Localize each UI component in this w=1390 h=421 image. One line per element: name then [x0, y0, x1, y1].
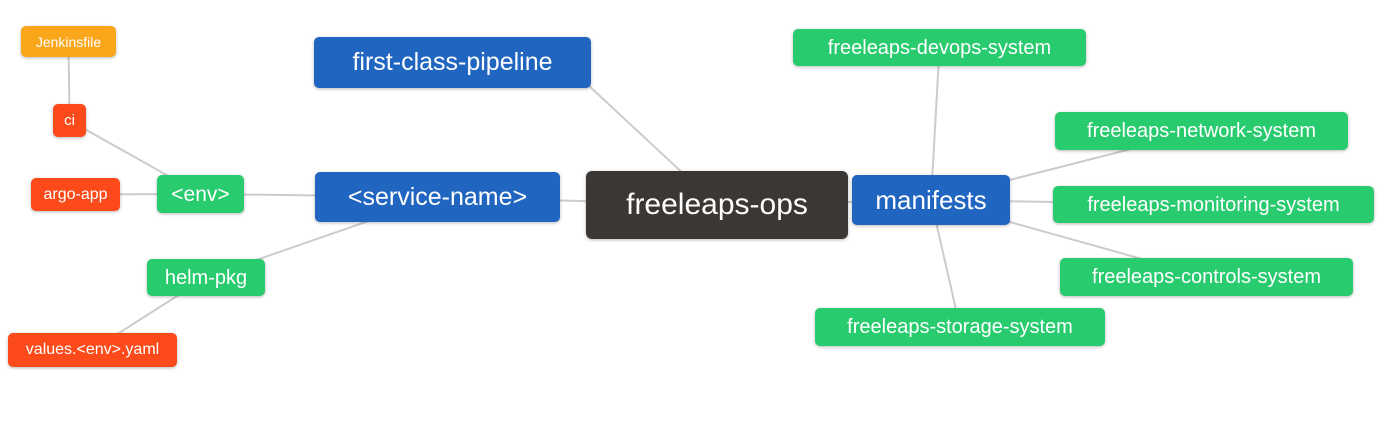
node-values-env-yaml[interactable]: values.<env>.yaml [8, 333, 177, 367]
node-argo-app[interactable]: argo-app [31, 178, 120, 211]
edge-manifests-to-freeleaps-devops-system [930, 47, 941, 201]
node-helm-pkg[interactable]: helm-pkg [147, 259, 265, 296]
node-freeleaps-devops-system[interactable]: freeleaps-devops-system [793, 29, 1086, 66]
node-env[interactable]: <env> [157, 175, 244, 213]
node-freeleaps-network-system[interactable]: freeleaps-network-system [1055, 112, 1348, 150]
node-jenkinsfile[interactable]: Jenkinsfile [21, 26, 116, 57]
node-manifests[interactable]: manifests [852, 175, 1010, 225]
node-freeleaps-ops-root[interactable]: freeleaps-ops [586, 171, 848, 239]
node-freeleaps-monitoring-system[interactable]: freeleaps-monitoring-system [1053, 186, 1374, 223]
node-ci[interactable]: ci [53, 104, 86, 137]
node-service-name[interactable]: <service-name> [315, 172, 560, 222]
node-first-class-pipeline[interactable]: first-class-pipeline [314, 37, 591, 88]
node-freeleaps-storage-system[interactable]: freeleaps-storage-system [815, 308, 1105, 346]
node-freeleaps-controls-system[interactable]: freeleaps-controls-system [1060, 258, 1353, 296]
